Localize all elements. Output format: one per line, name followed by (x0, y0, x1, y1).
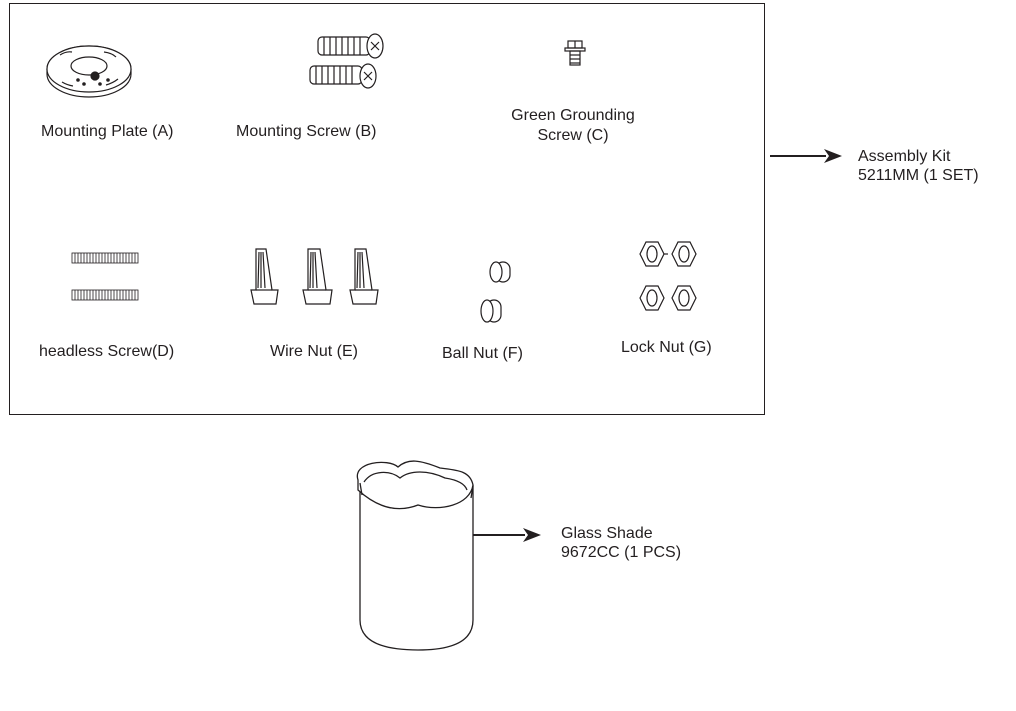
assembly-kit-label: Assembly Kit 5211MM (1 SET) (858, 147, 979, 185)
grounding-screw-label-line2: Screw (C) (537, 127, 609, 144)
glass-shade-label: Glass Shade 9672CC (1 PCS) (561, 524, 681, 562)
mounting-plate-label: Mounting Plate (A) (41, 123, 174, 140)
lock-nut-label: Lock Nut (G) (621, 339, 712, 356)
assembly-kit-name: Assembly Kit (858, 148, 951, 165)
glass-shade-name: Glass Shade (561, 525, 653, 542)
wire-nut-icon (250, 248, 379, 305)
grounding-screw-label-line1: Green Grounding (511, 107, 635, 124)
ball-nut-label: Ball Nut (F) (442, 345, 523, 362)
glass-shade-icon (356, 460, 474, 651)
glass-shade-code: 9672CC (1 PCS) (561, 544, 682, 561)
grounding-screw-label: Green Grounding Screw (C) (498, 106, 648, 146)
ball-nut-icon (480, 261, 511, 323)
headless-screw-icon (71, 252, 139, 301)
mounting-screw-icon (309, 33, 384, 89)
headless-screw-label: headless Screw(D) (39, 343, 175, 360)
assembly-kit-box (9, 3, 765, 415)
mounting-screw-label: Mounting Screw (B) (236, 123, 377, 140)
grounding-screw-icon (564, 40, 586, 66)
assembly-kit-code: 5211MM (1 SET) (858, 167, 979, 184)
glass-shade-arrow (473, 528, 541, 542)
lock-nut-icon (639, 241, 697, 311)
mounting-plate-icon (46, 45, 132, 98)
assembly-kit-arrow (770, 149, 842, 163)
wire-nut-label: Wire Nut (E) (270, 343, 358, 360)
